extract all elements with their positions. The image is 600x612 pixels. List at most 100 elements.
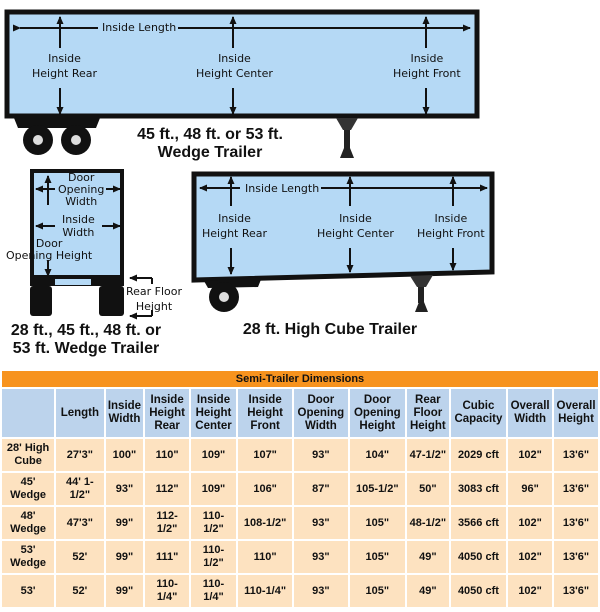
cell-door-opening-width: 93" (294, 541, 348, 573)
label-text: Inside (62, 213, 95, 226)
col-header-cubic-capacity: Cubic Capacity (450, 389, 507, 437)
label-text: Height Front (393, 67, 461, 80)
label-inside-length-highcube: Inside Length (243, 181, 322, 196)
table-row: 53' 52' 99" 110-1/4" 110-1/4" 110-1/4" 9… (2, 575, 598, 607)
cell-inside-width: 93" (105, 473, 144, 505)
col-header-rear-floor-height: Rear Floor Height (406, 389, 449, 437)
label-text: Height Center (196, 67, 273, 80)
caption-highcube-trailer: 28 ft. High Cube Trailer (242, 321, 418, 338)
cell-inside-height-center: 110-1/4" (190, 575, 237, 607)
label-text: Inside (410, 52, 444, 65)
label-text: Opening (58, 183, 105, 196)
col-header-blank (2, 389, 55, 437)
label-height-front-top: Inside Height Front (391, 51, 463, 81)
cell-door-opening-width: 93" (294, 439, 348, 471)
label-text: Height Rear (32, 67, 98, 80)
cell-door-opening-width: 87" (294, 473, 348, 505)
cell-cubic-capacity: 3566 cft (450, 507, 507, 539)
label-text: Width (62, 226, 95, 239)
label-text: Height Center (317, 227, 394, 240)
label-text: Inside (434, 212, 468, 225)
cell-overall-height: 13'6" (554, 507, 598, 539)
cell-cubic-capacity: 4050 cft (450, 575, 507, 607)
cell-overall-height: 13'6" (554, 473, 598, 505)
cell-inside-height-front: 110-1/4" (238, 575, 293, 607)
col-header-overall-height: Overall Height (554, 389, 598, 437)
cell-inside-height-center: 110-1/2" (190, 507, 237, 539)
cell-length: 47'3" (56, 507, 104, 539)
label-rear-floor-height: Rear Floor Height (124, 284, 184, 314)
cell-inside-width: 99" (105, 507, 144, 539)
cell-rear-floor-height: 50" (406, 473, 449, 505)
cell-inside-height-rear: 112-1/2" (145, 507, 189, 539)
cell-inside-height-front: 107" (238, 439, 293, 471)
label-door-opening-height: Door Opening Height (4, 238, 94, 262)
cell-trailer-type: 28' High Cube (2, 439, 55, 471)
label-text: Width (65, 195, 98, 208)
caption-line: 28 ft., 45 ft., 48 ft. or (10, 322, 162, 339)
cell-cubic-capacity: 3083 cft (450, 473, 507, 505)
cell-length: 27'3" (56, 439, 104, 471)
cell-door-opening-height: 105" (349, 575, 405, 607)
cell-inside-height-front: 110" (238, 541, 293, 573)
cell-inside-height-rear: 112" (145, 473, 189, 505)
label-inside-width: Inside Width (60, 213, 97, 239)
label-text: Height (135, 300, 173, 313)
label-text: Height Rear (202, 227, 268, 240)
label-height-center-highcube: Inside Height Center (315, 211, 396, 241)
col-header-length: Length (56, 389, 104, 437)
col-header-inside-width: Inside Width (105, 389, 144, 437)
cell-rear-floor-height: 48-1/2" (406, 507, 449, 539)
cell-inside-height-rear: 110" (145, 439, 189, 471)
cell-overall-width: 96" (508, 473, 553, 505)
cell-door-opening-height: 105" (349, 507, 405, 539)
label-height-center-top: Inside Height Center (194, 51, 275, 81)
cell-trailer-type: 53' Wedge (2, 541, 55, 573)
cell-door-opening-height: 105-1/2" (349, 473, 405, 505)
col-header-door-opening-width: Door Opening Width (294, 389, 348, 437)
cell-length: 44' 1-1/2" (56, 473, 104, 505)
table-title-row: Semi-Trailer Dimensions (2, 371, 598, 387)
cell-door-opening-width: 93" (294, 575, 348, 607)
col-header-overall-width: Overall Width (508, 389, 553, 437)
table-title: Semi-Trailer Dimensions (2, 371, 598, 387)
cell-trailer-type: 53' (2, 575, 55, 607)
cell-door-opening-height: 105" (349, 541, 405, 573)
label-text: Door (35, 237, 63, 250)
cell-rear-floor-height: 49" (406, 541, 449, 573)
semi-trailer-dimensions-table: Semi-Trailer Dimensions Length Inside Wi… (0, 369, 600, 609)
cell-inside-height-center: 109" (190, 473, 237, 505)
cell-length: 52' (56, 541, 104, 573)
cell-door-opening-width: 93" (294, 507, 348, 539)
cell-overall-height: 13'6" (554, 575, 598, 607)
table-row: 28' High Cube 27'3" 100" 110" 109" 107" … (2, 439, 598, 471)
cell-overall-width: 102" (508, 541, 553, 573)
label-text: Inside (218, 212, 251, 225)
table-row: 45' Wedge 44' 1-1/2" 93" 112" 109" 106" … (2, 473, 598, 505)
col-header-inside-height-center: Inside Height Center (190, 389, 237, 437)
caption-rear-wedge-trailer: 28 ft., 45 ft., 48 ft. or 53 ft. Wedge T… (0, 322, 172, 358)
cell-rear-floor-height: 49" (406, 575, 449, 607)
caption-line: 45 ft., 48 ft. or 53 ft. (137, 126, 283, 143)
label-height-rear-top: Inside Height Rear (30, 51, 99, 81)
label-height-rear-highcube: Inside Height Rear (200, 211, 269, 241)
cell-trailer-type: 45' Wedge (2, 473, 55, 505)
label-height-front-highcube: Inside Height Front (415, 211, 487, 241)
label-text: Rear Floor (126, 285, 183, 298)
cell-door-opening-height: 104" (349, 439, 405, 471)
col-header-inside-height-front: Inside Height Front (238, 389, 293, 437)
cell-overall-width: 102" (508, 575, 553, 607)
label-text: Height Front (417, 227, 485, 240)
table-row: 48' Wedge 47'3" 99" 112-1/2" 110-1/2" 10… (2, 507, 598, 539)
cell-overall-height: 13'6" (554, 541, 598, 573)
cell-cubic-capacity: 4050 cft (450, 541, 507, 573)
caption-line: 53 ft. Wedge Trailer (12, 340, 160, 357)
cell-overall-height: 13'6" (554, 439, 598, 471)
label-text: Inside (339, 212, 372, 225)
label-text: Inside (218, 52, 251, 65)
label-text: Opening Height (6, 249, 93, 262)
cell-inside-height-center: 110-1/2" (190, 541, 237, 573)
table-row: 53' Wedge 52' 99" 111" 110-1/2" 110" 93"… (2, 541, 598, 573)
cell-inside-height-center: 109" (190, 439, 237, 471)
cell-inside-width: 99" (105, 575, 144, 607)
